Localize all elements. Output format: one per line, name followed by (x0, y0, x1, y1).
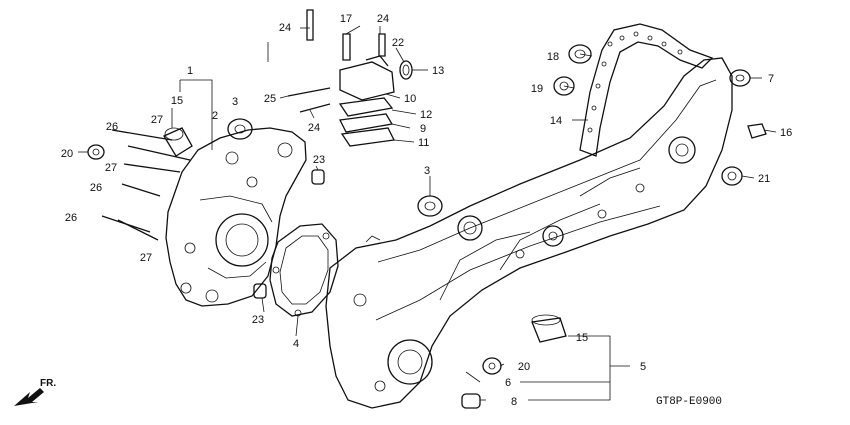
callout-10: 10 (404, 93, 416, 105)
callout-20-left: 20 (61, 148, 73, 160)
callout-23-upper: 23 (313, 154, 325, 166)
crankcase-gasket (269, 223, 339, 317)
callout-24-top-left: 24 (279, 22, 291, 34)
callout-26-upper: 26 (106, 121, 118, 133)
callout-19: 19 (531, 83, 543, 95)
callout-14: 14 (550, 115, 562, 127)
callout-27-upper: 27 (151, 114, 163, 126)
diagram-code: GT8P-E0900 (656, 396, 722, 408)
callout-5: 5 (640, 361, 646, 373)
callout-22: 22 (392, 37, 404, 49)
left-crankcase-half (165, 127, 307, 307)
callout-9: 9 (420, 123, 426, 135)
bearings-and-seals (87, 44, 767, 409)
callout-11: 11 (418, 137, 429, 149)
callout-27-middle: 27 (105, 162, 117, 174)
callout-20-lower: 20 (518, 361, 530, 373)
callout-15-upper: 15 (171, 95, 183, 107)
front-arrow-icon (14, 388, 44, 406)
callout-21: 21 (758, 173, 770, 185)
callout-18: 18 (547, 51, 559, 63)
callout-26-middle: 26 (90, 182, 102, 194)
callout-3-upper: 3 (232, 96, 238, 108)
callout-4: 4 (293, 338, 299, 350)
right-crankcase-half (325, 57, 733, 409)
callout-13: 13 (432, 65, 444, 77)
callout-2: 2 (212, 110, 218, 122)
leader-lines (78, 25, 777, 401)
callout-24-top-right: 24 (377, 13, 389, 25)
callout-23-lower: 23 (252, 314, 264, 326)
direction-label: FR. (40, 378, 56, 389)
callout-8: 8 (511, 396, 517, 408)
callout-27-lower: 27 (140, 252, 152, 264)
callout-15-lower: 15 (576, 332, 588, 344)
callout-1: 1 (187, 65, 193, 77)
callout-7: 7 (768, 73, 774, 85)
callout-12: 12 (420, 109, 432, 121)
callout-6: 6 (505, 377, 511, 389)
reed-valve-assembly (338, 55, 413, 147)
callout-26-lower: 26 (65, 212, 77, 224)
bolts (101, 9, 386, 241)
cover-gasket (579, 23, 714, 157)
callout-17: 17 (340, 13, 352, 25)
callout-3-lower: 3 (424, 165, 430, 177)
callout-labels: 1 2 3 3 4 5 6 7 8 9 10 11 12 13 14 15 15… (61, 13, 792, 408)
callout-24-middle: 24 (308, 122, 320, 134)
callout-16: 16 (780, 127, 792, 139)
callout-25: 25 (264, 93, 276, 105)
front-direction-indicator: FR. (14, 378, 56, 406)
